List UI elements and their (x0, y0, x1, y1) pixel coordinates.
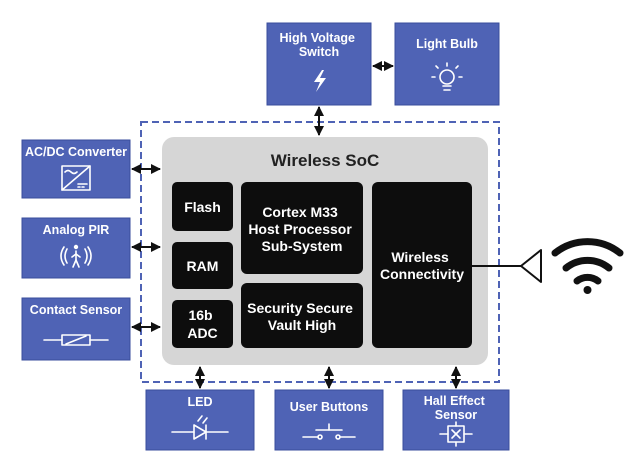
soc-title: Wireless SoC (271, 151, 380, 170)
light-bulb-icon (431, 62, 463, 91)
svg-text:AC/DC Converter: AC/DC Converter (25, 145, 127, 159)
security-label-line2: Vault High (268, 317, 336, 333)
svg-text:Light Bulb: Light Bulb (416, 37, 478, 51)
analog-pir-box: Analog PIR (21, 217, 131, 279)
adc-block: 16b ADC (172, 300, 233, 348)
flash-block: Flash (172, 182, 233, 231)
wireless-label-line1: Wireless (391, 249, 449, 265)
wifi-icon (551, 238, 624, 294)
user-buttons-label: User Buttons (290, 400, 369, 414)
cortex-m33-block: Cortex M33 Host Processor Sub-System (241, 182, 363, 274)
contact-sensor-label: Contact Sensor (30, 303, 123, 317)
high-voltage-switch-line2: Switch (299, 45, 339, 59)
svg-text:LED: LED (188, 395, 213, 409)
led-label: LED (188, 395, 213, 409)
hall-effect-sensor-box: Hall Effect Sensor (402, 389, 510, 451)
flash-label: Flash (184, 199, 221, 215)
svg-text:Contact Sensor: Contact Sensor (30, 303, 123, 317)
converter-icon (61, 165, 91, 191)
contact-sensor-box: Contact Sensor (21, 297, 131, 361)
light-bulb-box: Light Bulb (394, 22, 500, 106)
cortex-label-line2: Host Processor (248, 221, 352, 237)
led-box: LED (145, 389, 255, 451)
svg-text:Wireless Connectivity: Wireless Connectivity (380, 249, 464, 282)
svg-text:RAM: RAM (187, 258, 219, 274)
high-voltage-switch-box: High Voltage Switch (266, 22, 372, 106)
ram-block: RAM (172, 242, 233, 289)
motion-sensor-icon (60, 244, 92, 268)
user-buttons-box: User Buttons (274, 389, 384, 451)
svg-text:High Voltage Switch: High Voltage Switch (280, 31, 359, 59)
security-vault-block: Security Secure Vault High (241, 283, 363, 348)
light-bulb-label: Light Bulb (416, 37, 478, 51)
svg-text:16b ADC: 16b ADC (187, 307, 217, 341)
svg-text:Cortex M33 Host Processo: Cortex M33 Host Processor Sub-System (248, 204, 355, 254)
led-diode-icon (171, 415, 229, 440)
high-voltage-switch-line1: High Voltage (280, 31, 356, 45)
svg-text:Flash: Flash (184, 199, 221, 215)
ac-dc-converter-label: AC/DC Converter (25, 145, 127, 159)
wireless-label-line2: Connectivity (380, 266, 464, 282)
hall-effect-sensor-line2: Sensor (435, 408, 478, 422)
ac-dc-converter-box: AC/DC Converter (21, 139, 131, 199)
adc-label-line1: 16b (188, 307, 212, 323)
svg-text:Security Secure Vault Hi: Security Secure Vault High (247, 300, 357, 333)
hall-effect-sensor-line1: Hall Effect (424, 394, 486, 408)
svg-text:Hall Effect Sensor: Hall Effect Sensor (424, 394, 489, 422)
svg-text:Analog PIR: Analog PIR (43, 223, 110, 237)
lightning-icon (314, 70, 326, 92)
hall-sensor-icon (439, 421, 473, 447)
security-label-line1: Security Secure (247, 300, 353, 316)
cortex-label-line1: Cortex M33 (262, 204, 338, 220)
contact-switch-icon (43, 334, 109, 346)
svg-text:User Buttons: User Buttons (290, 400, 369, 414)
antenna (472, 249, 542, 283)
ram-label: RAM (187, 258, 219, 274)
analog-pir-label: Analog PIR (43, 223, 110, 237)
push-button-icon (302, 423, 356, 440)
wireless-connectivity-block: Wireless Connectivity (372, 182, 472, 348)
adc-label-line2: ADC (187, 325, 217, 341)
cortex-label-line3: Sub-System (262, 238, 343, 254)
